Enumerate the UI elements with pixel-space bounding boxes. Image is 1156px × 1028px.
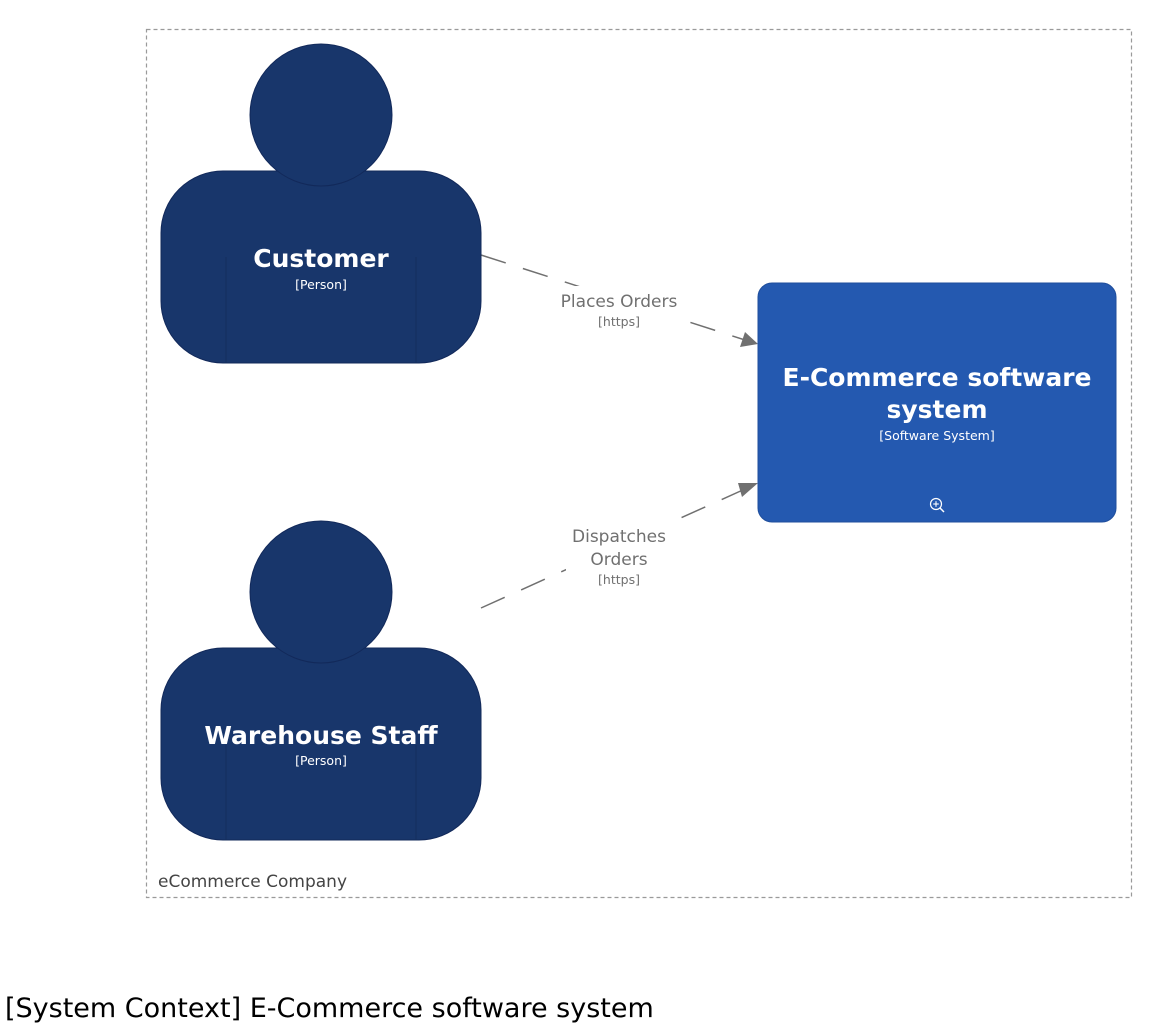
diagram-title: [System Context] E-Commerce software sys… (5, 993, 654, 1024)
arrowhead-icon (740, 332, 758, 347)
person-type: [Person] (295, 753, 347, 768)
zoom-in-icon[interactable] (929, 497, 945, 513)
person-head[interactable] (249, 520, 393, 664)
person-customer[interactable]: Customer [Person] (160, 43, 482, 364)
label-background (566, 522, 672, 590)
relationship-label: Dispatches (572, 527, 666, 547)
relationship-technology: [https] (598, 572, 640, 587)
arrowhead-icon (738, 483, 758, 497)
relationship-label: Orders (590, 550, 647, 570)
boundary-label: eCommerce Company (158, 872, 347, 892)
person-type: [Person] (295, 277, 347, 292)
software-system-name: E-Commerce software (783, 363, 1092, 392)
software-system-box[interactable] (757, 282, 1117, 523)
software-system-type: [Software System] (879, 428, 994, 443)
person-warehouse-staff[interactable]: Warehouse Staff [Person] (160, 520, 482, 841)
enterprise-boundary[interactable] (145, 28, 1133, 899)
person-head[interactable] (249, 43, 393, 187)
person-name: Warehouse Staff (204, 721, 438, 750)
relationship-label: Places Orders (561, 292, 678, 312)
software-system-ecommerce[interactable]: E-Commerce software system [Software Sys… (757, 282, 1117, 523)
software-system-name: system (886, 395, 987, 424)
person-name: Customer (253, 244, 389, 273)
label-background (550, 286, 688, 332)
relationship-technology: [https] (598, 314, 640, 329)
